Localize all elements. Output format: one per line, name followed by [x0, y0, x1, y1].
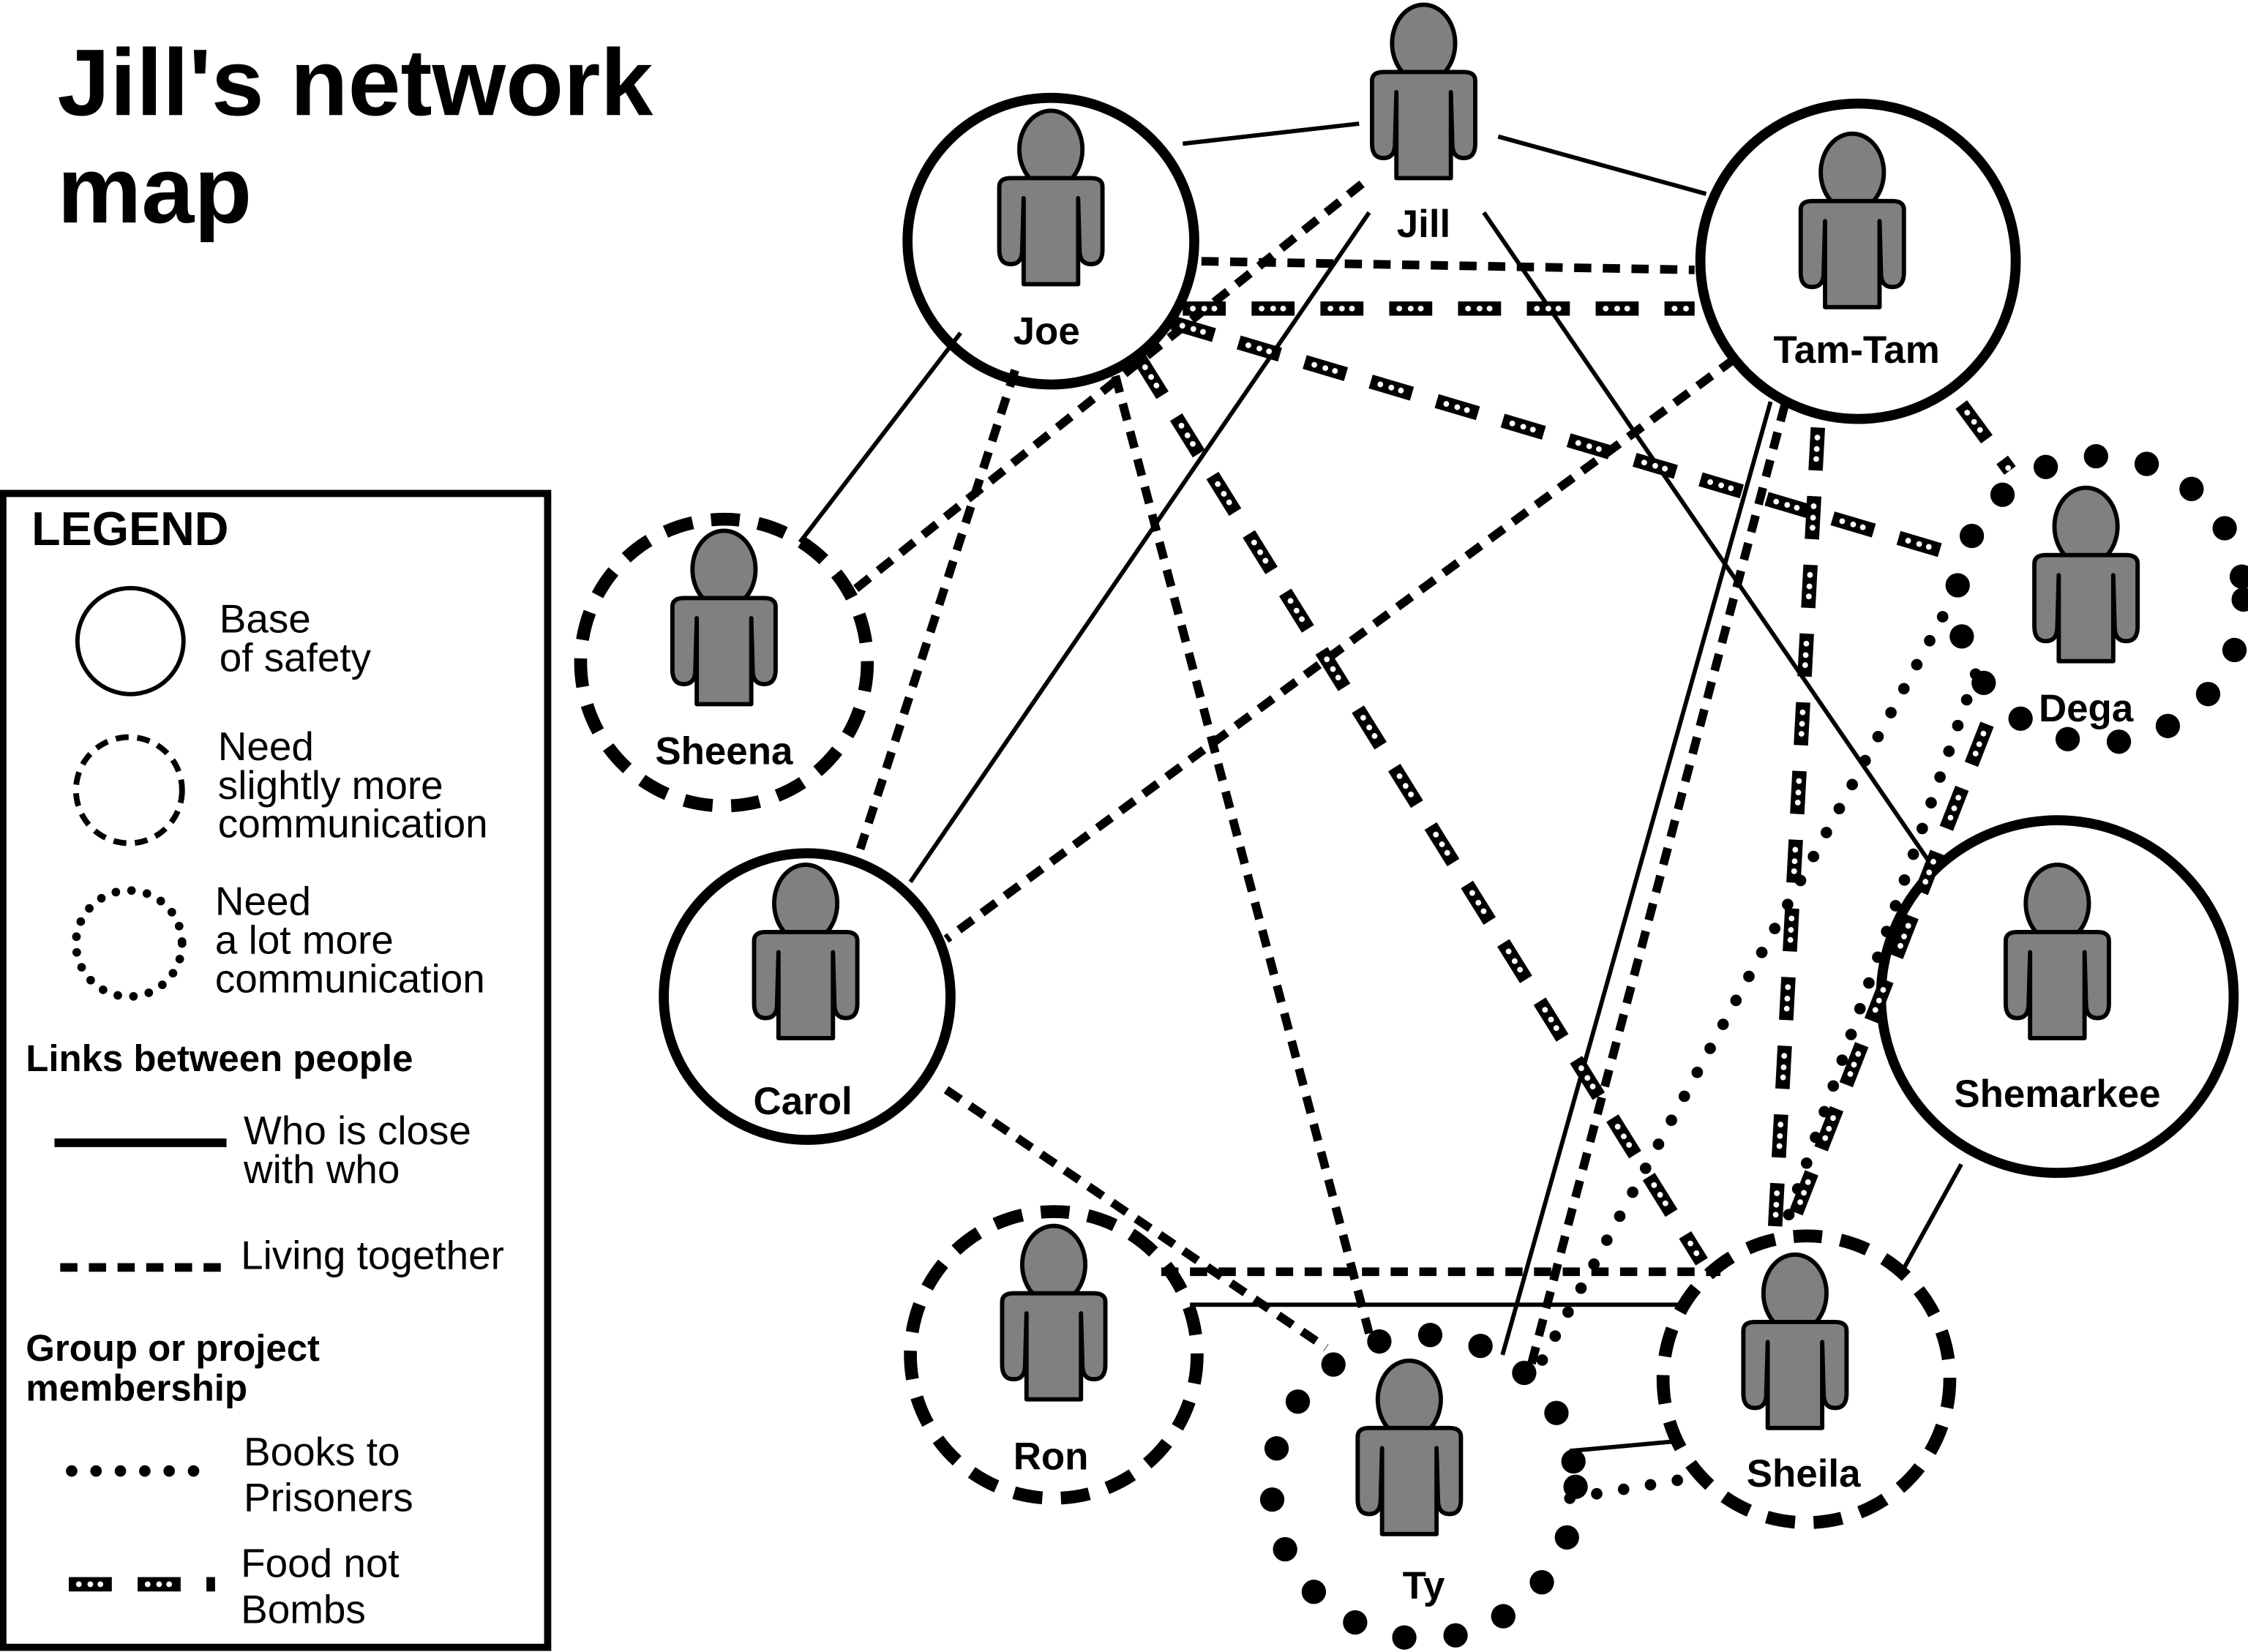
fnb-dega-sheila: [1782, 721, 1994, 1234]
label-dega: Dega: [2039, 687, 2134, 730]
link-tamtam-ty: [1500, 401, 1773, 1356]
legend-close-2: with who: [243, 1146, 400, 1192]
legend-group-heading-2: membership: [26, 1367, 247, 1409]
title-line-1: Jill's network: [57, 30, 653, 135]
legend-lot-circle-icon: [71, 886, 187, 1002]
living-links: [850, 180, 1789, 1367]
living-carol-ty: [943, 1086, 1329, 1352]
legend-books-2: Prisoners: [244, 1474, 413, 1520]
legend-group-heading-1: Group or project: [26, 1327, 320, 1369]
legend-slightly-1: Need: [218, 724, 314, 769]
dega-circle: [1944, 443, 2248, 755]
legend-slightly-circle-icon: [72, 734, 185, 846]
legend-links-heading: Links between people: [26, 1037, 413, 1079]
label-sheila: Sheila: [1747, 1452, 1861, 1495]
legend-fnb-1: Food not: [241, 1541, 399, 1586]
legend-books-1: Books to: [244, 1429, 400, 1474]
legend-lot-3: communication: [215, 955, 485, 1001]
label-carol: Carol: [754, 1080, 853, 1123]
legend-heading: LEGEND: [31, 502, 228, 555]
label-ty: Ty: [1403, 1564, 1445, 1607]
living-joe-ty: [1111, 375, 1374, 1335]
link-jill-tamtam: [1497, 134, 1707, 196]
dega-figure-icon: [2034, 488, 2138, 661]
books-ty-sheila: [1564, 1471, 1705, 1504]
legend-lot-1: Need: [215, 878, 311, 923]
label-jill: Jill: [1397, 203, 1450, 246]
fnb-links: [1134, 301, 2016, 1266]
legend-box: [0, 489, 552, 1651]
link-joe-sheena: [798, 331, 962, 544]
legend-fnb-2: Bombs: [241, 1586, 366, 1632]
legend-lot-2: a lot more: [215, 917, 394, 962]
fnb-tamtam-sheila: [1767, 424, 1826, 1234]
legend-living: Living together: [241, 1232, 504, 1277]
close-links: [798, 121, 1963, 1454]
legend-base-1: Base: [220, 596, 311, 642]
books-dega-sheila: [1779, 668, 1982, 1232]
legend-slightly-2: slightly more: [218, 762, 443, 808]
link-ty-sheila: [1570, 1438, 1681, 1454]
fnb-joe-sheila: [1134, 355, 1708, 1266]
living-joe-carol: [855, 369, 1019, 851]
living-tamtam-carol: [943, 355, 1738, 943]
books-dega-ty: [1535, 611, 1949, 1368]
ty-figure-icon: [1357, 1361, 1461, 1534]
link-jill-joe: [1182, 121, 1360, 146]
legend-base-circle-icon: [75, 585, 186, 697]
legend: LEGEND Base of safety Need slightly more…: [0, 489, 552, 1651]
legend-slightly-3: communication: [218, 801, 488, 846]
title-line-2: map: [57, 138, 252, 243]
link-shemarkee-sheila: [1897, 1163, 1963, 1277]
living-tamtam-ty: [1526, 403, 1789, 1367]
label-ron: Ron: [1014, 1435, 1089, 1479]
living-joe-tamtam: [1201, 257, 1695, 274]
jill-figure-icon: [1372, 4, 1475, 178]
label-joe: Joe: [1014, 310, 1080, 353]
ty-circle: [1259, 1322, 1588, 1651]
living-jill-sheena: [850, 180, 1365, 595]
label-tamtam: Tam-Tam: [1774, 328, 1940, 372]
legend-close-1: Who is close: [244, 1108, 471, 1153]
label-shemarkee: Shemarkee: [1954, 1073, 2160, 1116]
label-sheena: Sheena: [655, 730, 793, 773]
link-jill-shemarkee: [1482, 211, 1930, 862]
legend-base-2: of safety: [220, 634, 372, 680]
link-jill-carol: [908, 211, 1371, 884]
fnb-tamtam-dega: [1955, 400, 2016, 475]
books-links: [1535, 611, 1982, 1504]
